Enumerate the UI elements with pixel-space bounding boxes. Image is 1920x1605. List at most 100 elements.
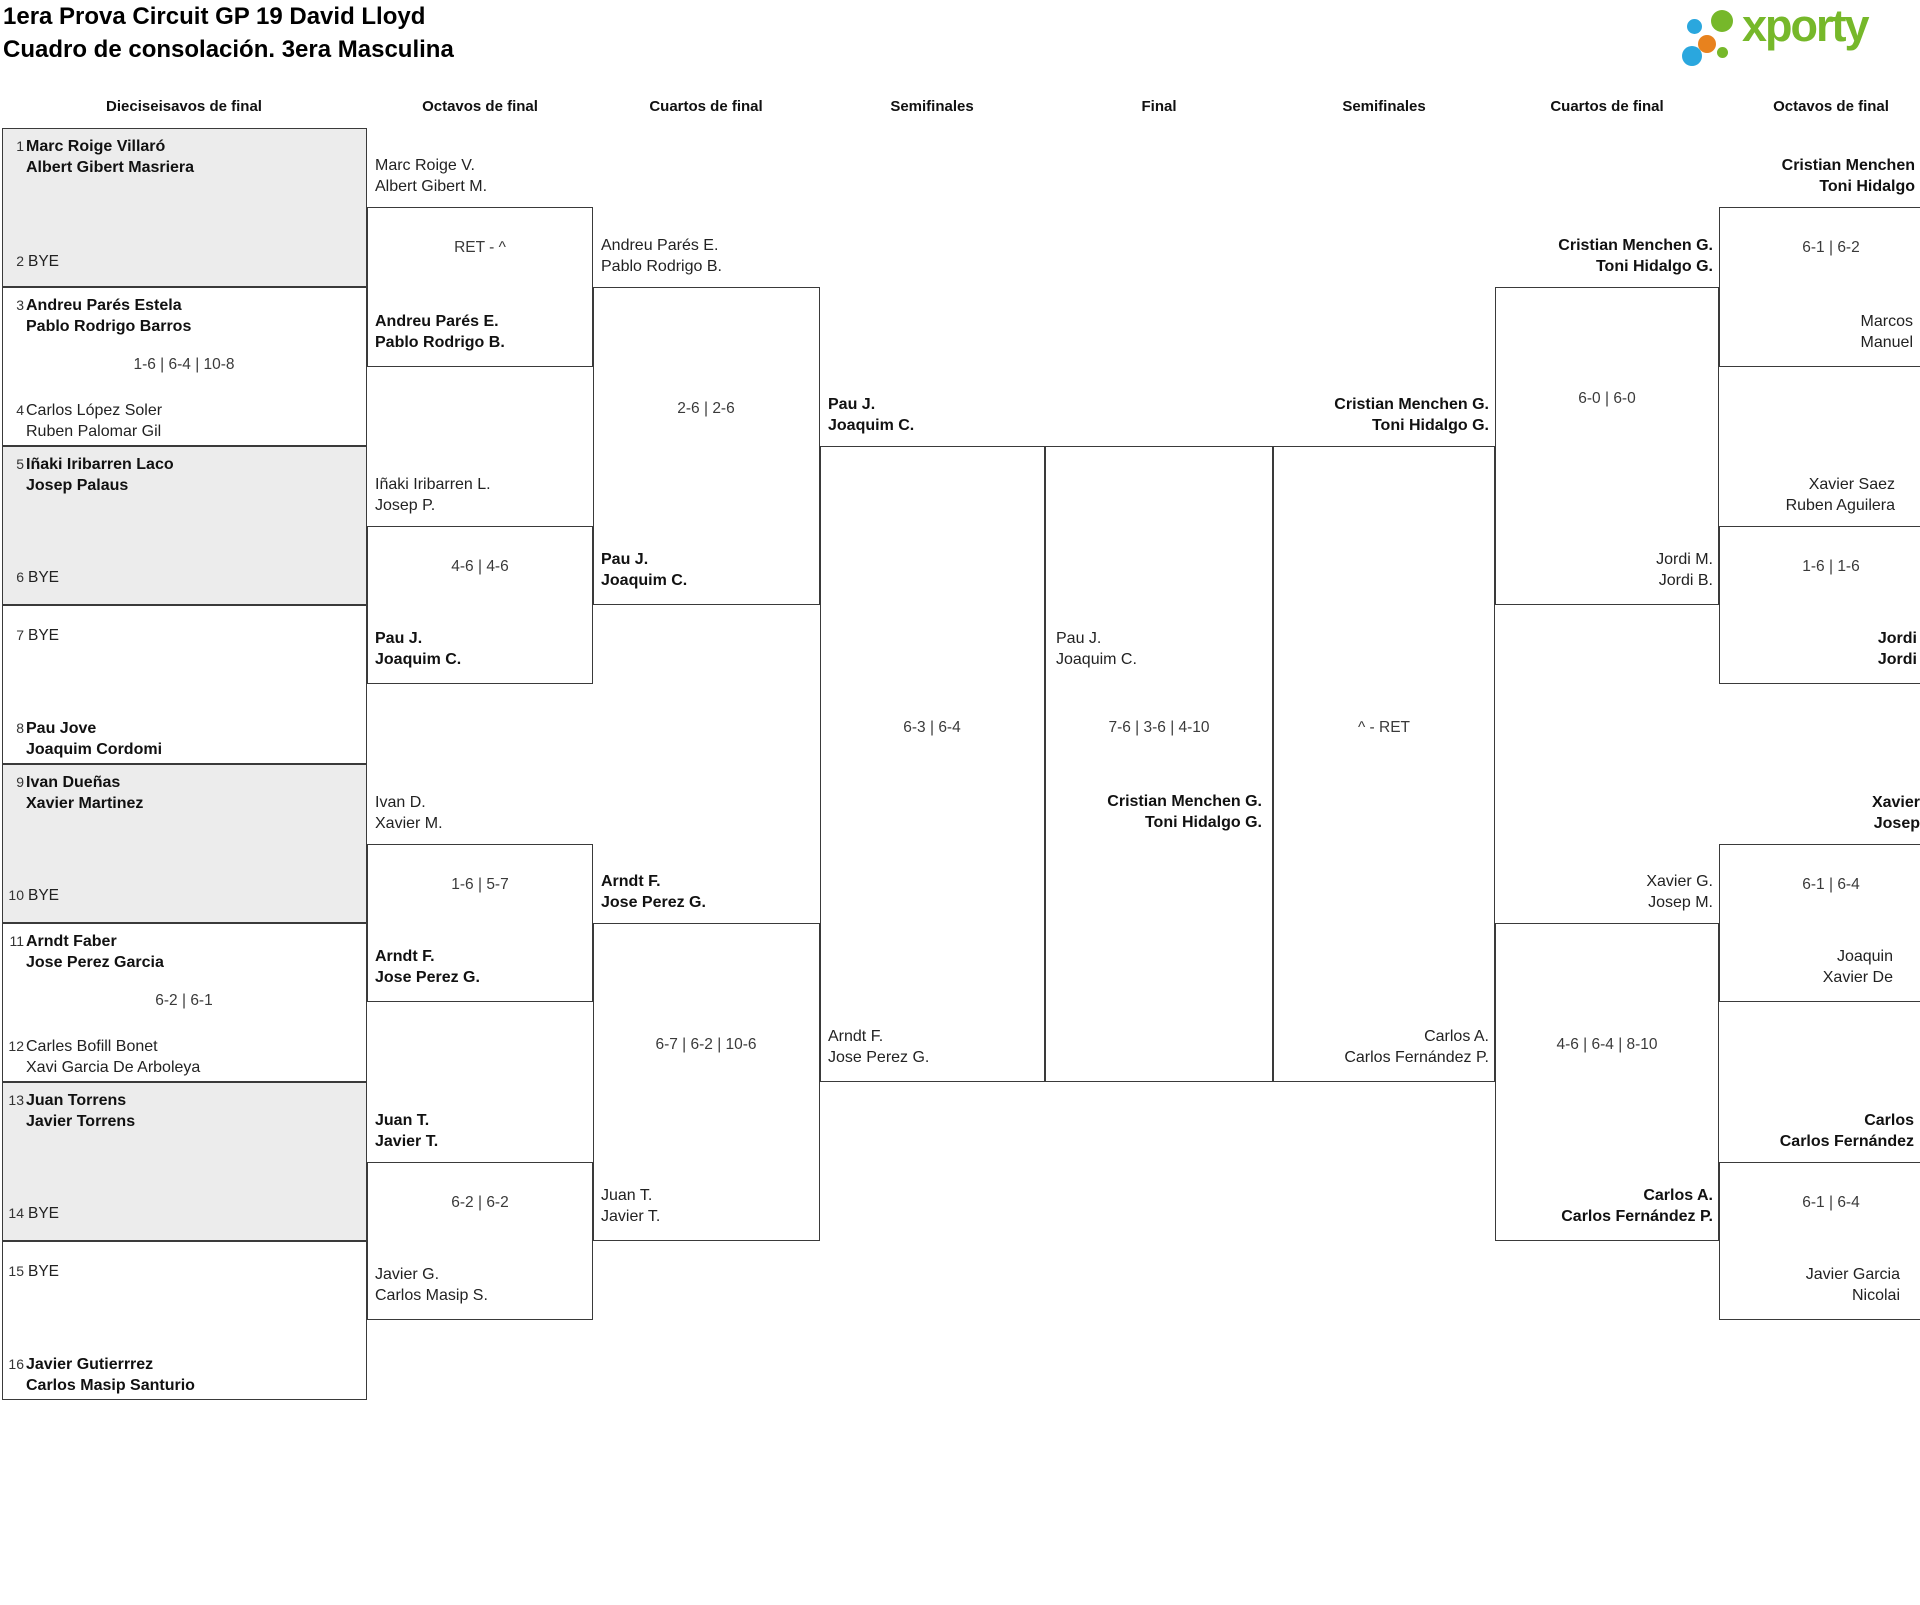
- r16-right-match-2-box: [1719, 526, 1920, 684]
- match-score: 6-1 | 6-2: [1802, 239, 1860, 256]
- round-header-qf-right: Cuartos de final: [1550, 98, 1664, 115]
- team-label: Pau J.Joaquim C.: [828, 396, 915, 434]
- r32-match-6-box: [2, 923, 367, 1082]
- match-score: 4-6 | 6-4 | 8-10: [1556, 1036, 1658, 1053]
- seed-number: 9: [16, 774, 24, 790]
- match-score: 6-1 | 6-4: [1802, 876, 1860, 893]
- team-label: Arndt F.Jose Perez G.: [375, 948, 480, 986]
- team-label: Pau J.Joaquim C.: [601, 551, 688, 589]
- seed-number: 12: [8, 1038, 24, 1054]
- team-label: Cristian Menchen G.Toni Hidalgo G.: [1558, 237, 1713, 275]
- champion-label: Cristian Menchen G.Toni Hidalgo G.: [1107, 793, 1262, 831]
- bye-label: BYE: [28, 253, 60, 270]
- match-score: 1-6 | 5-7: [451, 876, 509, 893]
- team-label: Xavier G.Josep M.: [1646, 873, 1713, 911]
- bye-label: BYE: [28, 1205, 60, 1222]
- team-label: Marc Roige V.Albert Gibert M.: [375, 157, 488, 195]
- seed-number: 8: [16, 720, 24, 736]
- logo-dot-blue-small-icon: [1687, 19, 1702, 34]
- r16-right-match-1-box: [1719, 207, 1920, 367]
- seed-number: 11: [9, 933, 24, 949]
- team-label: Jordi M.Jordi B.: [1656, 551, 1713, 589]
- finalist-label: Pau J.Joaquim C.: [1056, 630, 1137, 668]
- logo-dot-green-small-icon: [1717, 47, 1728, 58]
- seed-number: 3: [16, 297, 24, 313]
- sf-right-box: [1273, 446, 1495, 1082]
- match-score: 6-2 | 6-2: [451, 1194, 509, 1211]
- round-header-r32: Dieciseisavos de final: [106, 98, 262, 115]
- r16-left-match-3-box: [367, 844, 593, 1002]
- bye-label: BYE: [28, 569, 60, 586]
- r32-match-3-box: [2, 446, 367, 605]
- qf-left-match-1-box: [593, 287, 820, 605]
- sf-left-box: [820, 446, 1045, 1082]
- team-label: Carlos A.Carlos Fernández P.: [1561, 1187, 1713, 1225]
- logo-dot-green-large-icon: [1711, 10, 1733, 32]
- match-score: 1-6 | 1-6: [1802, 558, 1860, 575]
- final-score: 7-6 | 3-6 | 4-10: [1108, 719, 1210, 736]
- seed-number: 1: [16, 138, 24, 154]
- r32-match-7-box: [2, 1082, 367, 1241]
- qf-left-match-2-box: [593, 923, 820, 1241]
- team-label: Andreu Parés E.Pablo Rodrigo B.: [601, 237, 722, 275]
- seed-number: 14: [8, 1205, 24, 1221]
- seed-number: 7: [16, 627, 24, 643]
- match-score: 2-6 | 2-6: [677, 400, 735, 417]
- r32-match-4-box: [2, 605, 367, 764]
- match-score: 6-7 | 6-2 | 10-6: [655, 1036, 757, 1053]
- match-score: 1-6 | 6-4 | 10-8: [133, 356, 235, 373]
- round-header-sf-left: Semifinales: [890, 98, 974, 115]
- team-label: Arndt F.Jose Perez G.: [601, 873, 706, 911]
- match-score: 6-1 | 6-4: [1802, 1194, 1860, 1211]
- seed-number: 15: [8, 1263, 24, 1279]
- round-header-qf-left: Cuartos de final: [649, 98, 763, 115]
- round-header-r16-left: Octavos de final: [422, 98, 538, 115]
- page-title-line1: 1era Prova Circuit GP 19 David Lloyd: [3, 3, 426, 30]
- team-label: Javier G.Carlos Masip S.: [375, 1266, 488, 1304]
- team-label: Iñaki Iribarren L.Josep P.: [375, 476, 491, 514]
- r16-left-match-2-box: [367, 526, 593, 684]
- xporty-logo: xporty: [1680, 0, 1918, 68]
- r16-left-match-1-box: [367, 207, 593, 367]
- logo-wordmark: xporty: [1742, 0, 1870, 51]
- team-label: Juan T.Javier T.: [601, 1187, 661, 1225]
- match-score: 6-0 | 6-0: [1578, 390, 1636, 407]
- seed-number: 2: [16, 253, 24, 269]
- r16-left-match-4-box: [367, 1162, 593, 1320]
- team-label: Juan T.Javier T.: [375, 1112, 439, 1150]
- r16-right-match-4-box: [1719, 1162, 1920, 1320]
- seed-number: 4: [16, 402, 24, 418]
- team-label: Andreu Parés E.Pablo Rodrigo B.: [375, 313, 505, 351]
- team-label: Pau J.Joaquim C.: [375, 630, 462, 668]
- round-header-sf-right: Semifinales: [1342, 98, 1426, 115]
- logo-dot-orange-icon: [1698, 35, 1716, 53]
- seed-number: 10: [8, 887, 24, 903]
- r32-match-8-box: [2, 1241, 367, 1400]
- seed-number: 6: [16, 569, 24, 585]
- round-header-final: Final: [1141, 98, 1177, 115]
- team-label: Ivan D.Xavier M.: [375, 794, 443, 832]
- final-box: [1045, 446, 1273, 1082]
- r32-match-1-box: [2, 128, 367, 287]
- match-score: RET - ^: [454, 239, 506, 256]
- round-header-r16-right: Octavos de final: [1773, 98, 1889, 115]
- r32-match-2-box: [2, 287, 367, 446]
- page-title-line2: Cuadro de consolación. 3era Masculina: [3, 36, 454, 63]
- seed-number: 5: [16, 456, 24, 472]
